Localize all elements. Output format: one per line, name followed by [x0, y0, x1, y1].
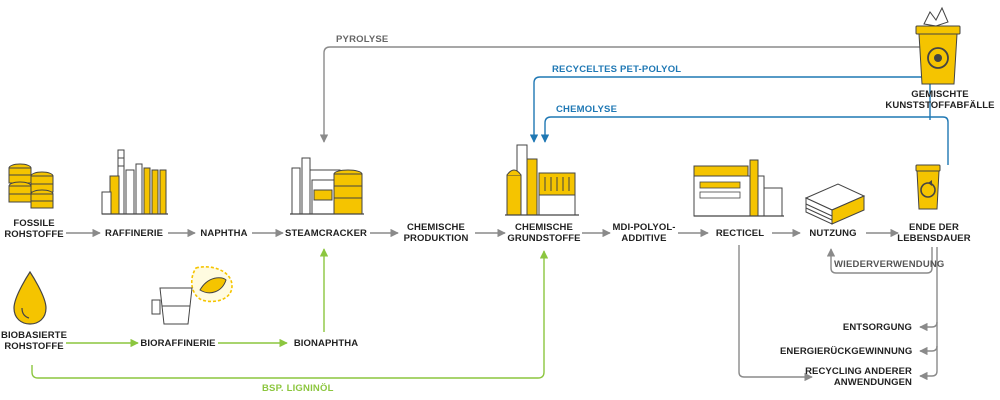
flow-label-wiederverwendung: WIEDERVERWENDUNG: [834, 259, 945, 270]
biorefinery-icon: [151, 266, 233, 325]
flow-label-pyrolyse: PYROLYSE: [336, 34, 389, 45]
node-steamcracker: STEAMCRACKER: [285, 228, 367, 239]
arrow-ligninoel: [31, 250, 549, 379]
node-raffinerie: RAFFINERIE: [105, 228, 163, 239]
pyrolyse-arrow: [319, 46, 931, 143]
recticel-factory-icon: [693, 159, 784, 217]
arrow-recycling-from-recticel: [738, 245, 813, 382]
foam-sheets-icon: [804, 183, 866, 225]
steamcracker-plant-icon: [290, 157, 364, 215]
node-ende-der-lebensdauer: ENDE DER LEBENSDAUER: [897, 222, 971, 244]
node-recticel: RECTICEL: [715, 228, 765, 239]
flow-label-bsp-ligninoel: BSP. LIGNINÖL: [262, 383, 334, 394]
flow-label-chemolyse: CHEMOLYSE: [556, 104, 618, 115]
node-bionaphtha: BIONAPHTHA: [293, 338, 359, 349]
recyceltes-pet-polyol-arrow: [529, 76, 931, 143]
node-naphtha: NAPHTHA: [200, 228, 248, 239]
outcome-entsorgung: ENTSORGUNG: [842, 322, 912, 333]
node-chemische-grundstoffe: CHEMISCHE GRUNDSTOFFE: [507, 222, 581, 244]
mixed-waste-bin-icon: [915, 6, 961, 85]
wiederverwendung-arrow: [826, 247, 933, 274]
outcome-energierueckgewinnung: ENERGIERÜCKGEWINNUNG: [780, 346, 913, 357]
node-bioraffinerie: BIORAFFINERIE: [140, 338, 216, 349]
recycling-bin-icon: [915, 164, 941, 210]
flow-label-recyceltes-pet-polyol: RECYCELTES PET-POLYOL: [552, 64, 682, 75]
node-chemische-produktion: CHEMISCHE PRODUKTION: [403, 222, 469, 244]
outcome-arrows: [738, 245, 938, 382]
node-mdi-polyol-additive: MDI-POLYOL- ADDITIVE: [612, 222, 676, 244]
chemolyse-arrow: [540, 116, 949, 165]
oil-barrels-icon: [8, 163, 54, 209]
node-nutzung: NUTZUNG: [809, 228, 857, 239]
refinery-icon: [101, 149, 168, 215]
node-biobasierte-rohstoffe: BIOBASIERTE ROHSTOFFE: [0, 330, 68, 352]
arrow-recycling-from-ende: [919, 346, 938, 381]
outcome-recycling-anderer-anwendungen: RECYCLING ANDERER ANWENDUNGEN: [805, 366, 912, 388]
oil-drop-icon: [13, 270, 47, 325]
chemical-plant-icon: [505, 144, 579, 216]
node-fossile-rohstoffe: FOSSILE ROHSTOFFE: [4, 218, 64, 240]
node-gemischte-kunststoffabfaelle: GEMISCHTE KUNSTSTOFFABFÄLLE: [885, 89, 995, 111]
bio-flow-arrows: [31, 248, 549, 379]
